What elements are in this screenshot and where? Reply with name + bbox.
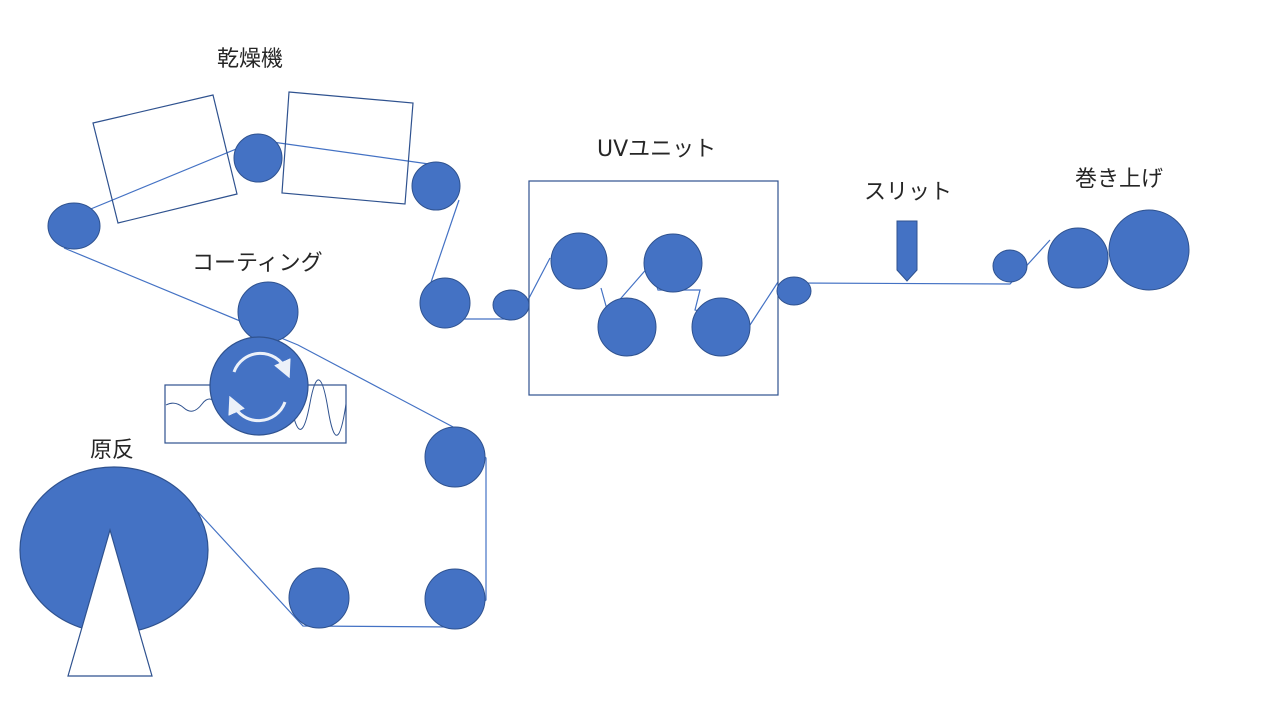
circular-arrows-icon xyxy=(228,351,291,423)
roller-lower-right-top xyxy=(424,426,486,488)
roller-dryer-middle xyxy=(233,133,283,183)
web-segment-to-winding xyxy=(793,239,1051,285)
roller-slit-exit xyxy=(992,249,1028,283)
raw-roll-stand xyxy=(67,527,153,677)
roller-pre-uv-small xyxy=(492,289,530,321)
roller-lower-left xyxy=(288,567,350,629)
roller-winding-guide xyxy=(1047,227,1109,289)
roller-lower-right-bottom xyxy=(424,568,486,630)
roller-uv-3 xyxy=(643,233,703,293)
label-uv-unit: UVユニット xyxy=(597,137,717,162)
roller-dryer-exit xyxy=(411,161,461,211)
dryer-box-right xyxy=(281,91,414,205)
raw-roll-unit xyxy=(19,466,209,677)
roller-uv-1 xyxy=(550,232,608,290)
roller-coating-top xyxy=(237,281,299,343)
roller-uv-4 xyxy=(691,297,751,357)
rollers xyxy=(47,133,1190,630)
uv-unit-box xyxy=(528,180,779,396)
dryer-box-left xyxy=(92,94,238,224)
roller-pre-uv-large xyxy=(419,277,471,329)
dryer-unit xyxy=(92,91,414,224)
roller-uv-2 xyxy=(597,297,657,357)
label-slit: スリット xyxy=(864,180,953,205)
label-winding: 巻き上げ xyxy=(1075,167,1164,192)
label-coating: コーティング xyxy=(192,251,323,276)
winding-roll xyxy=(1108,209,1190,291)
roller-uv-exit xyxy=(776,276,812,306)
roller-entry xyxy=(47,202,101,250)
slitter-blade-icon xyxy=(896,220,918,282)
coating-gravure-roller xyxy=(209,336,309,436)
label-dryer: 乾燥機 xyxy=(217,47,284,72)
label-raw-roll: 原反 xyxy=(90,438,135,463)
